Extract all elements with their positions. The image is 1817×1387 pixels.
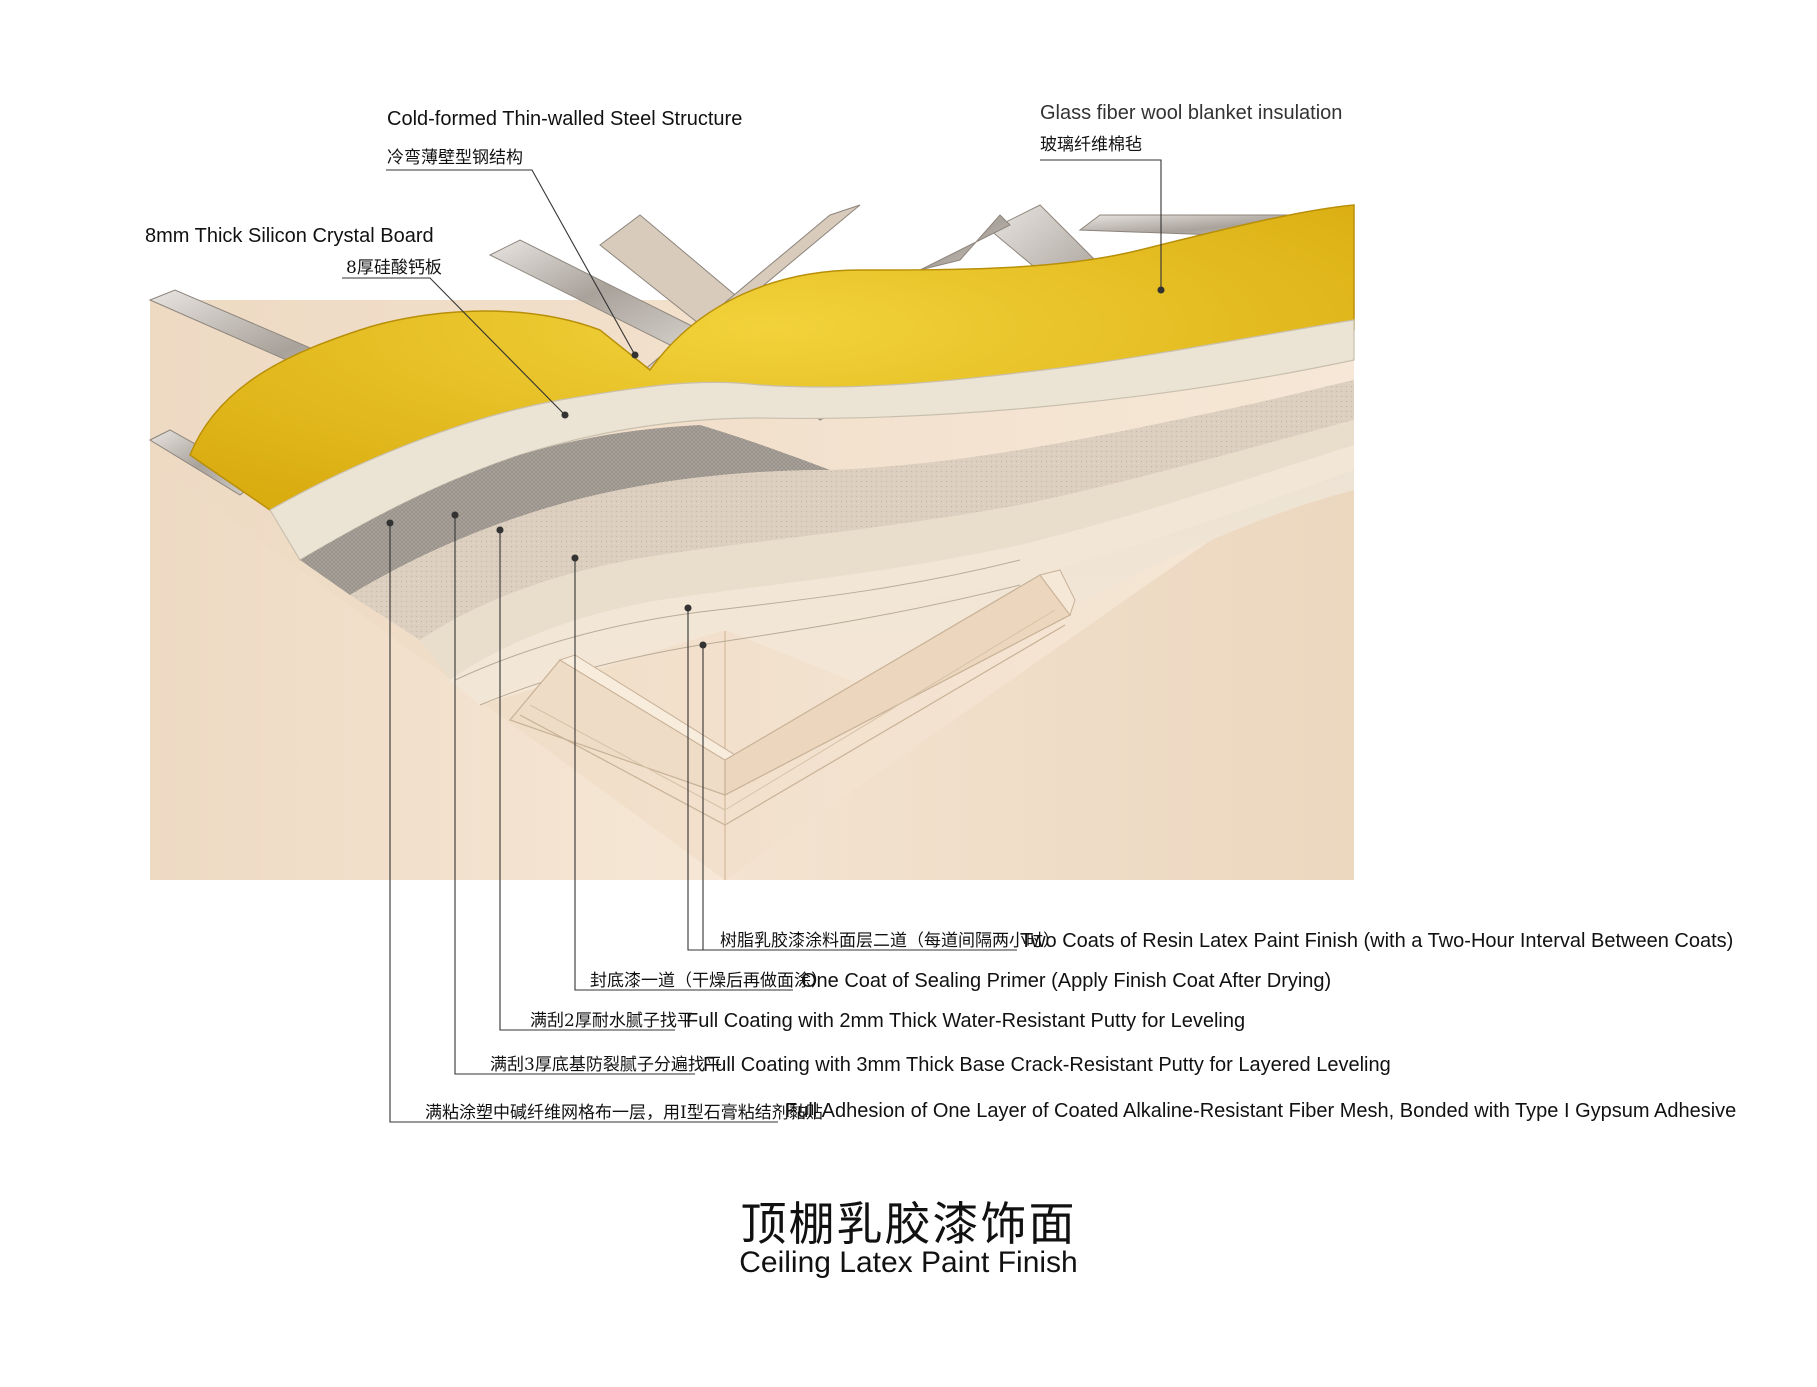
glass-fiber-label-en: Glass fiber wool blanket insulation bbox=[1040, 102, 1343, 124]
glass-fiber-label-zh: 玻璃纤维棉毡 bbox=[1040, 135, 1142, 155]
layer-1-label-zh: 树脂乳胶漆涂料面层二道（每道间隔两小时） bbox=[720, 931, 1060, 951]
silicon-crystal-board bbox=[269, 319, 1355, 561]
diagram-title-en: Ceiling Latex Paint Finish bbox=[739, 1246, 1078, 1279]
silicon-board-label-zh: 8厚硅酸钙板 bbox=[346, 258, 442, 278]
layer-4-label-en: Full Coating with 3mm Thick Base Crack-R… bbox=[703, 1054, 1391, 1076]
layer-3-label-en: Full Coating with 2mm Thick Water-Resist… bbox=[686, 1010, 1246, 1032]
layer-3-label-zh: 满刮2厚耐水腻子找平 bbox=[530, 1011, 694, 1031]
layer-2-label-zh: 封底漆一道（干燥后再做面涂） bbox=[590, 971, 828, 991]
steel-structure-label-en: Cold-formed Thin-walled Steel Structure bbox=[387, 108, 743, 130]
layer-2-label-en: One Coat of Sealing Primer (Apply Finish… bbox=[801, 970, 1332, 992]
layer-callout-leaders bbox=[386, 511, 1017, 1123]
crown-molding bbox=[508, 569, 1076, 826]
layer-4-label-zh: 满刮3厚底基防裂腻子分遍找平 bbox=[490, 1055, 722, 1075]
layer-5-label-en: Full Adhesion of One Layer of Coated Alk… bbox=[785, 1100, 1737, 1122]
fiber-mesh-layer bbox=[300, 425, 830, 595]
top-callout-leaders bbox=[342, 159, 1165, 419]
layer-5-label-zh: 满粘涂塑中碱纤维网格布一层，用I型石膏粘结剂黏贴 bbox=[425, 1103, 823, 1123]
diagram-title-zh: 顶棚乳胶漆饰面 bbox=[740, 1197, 1077, 1251]
steel-structure-label-zh: 冷弯薄壁型钢结构 bbox=[387, 148, 523, 168]
silicon-board-label-en: 8mm Thick Silicon Crystal Board bbox=[145, 225, 434, 247]
layer-1-label-en: Two Coats of Resin Latex Paint Finish (w… bbox=[1020, 930, 1734, 952]
